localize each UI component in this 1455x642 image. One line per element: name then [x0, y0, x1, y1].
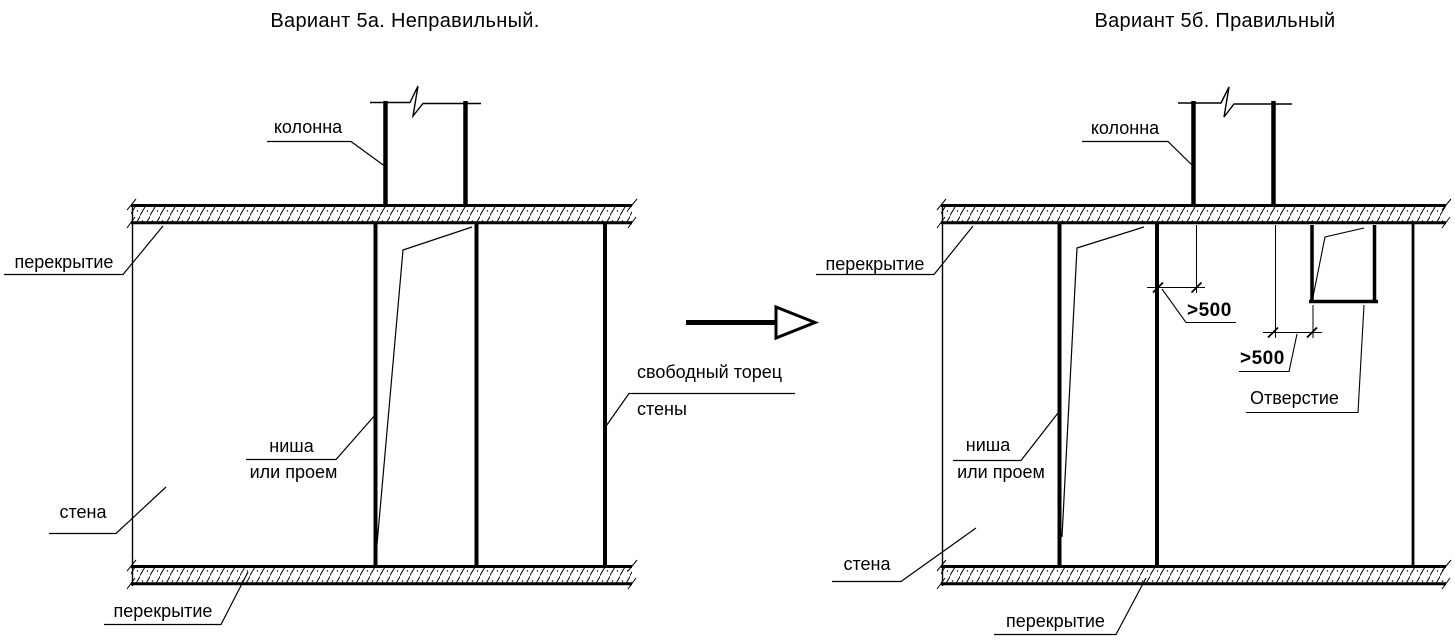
label-column-a: колонна [273, 117, 343, 137]
leader-wall [832, 527, 977, 583]
diagram-variant-b [816, 86, 1452, 636]
slab-end-marks [936, 198, 1452, 590]
slab-bottom-hatch [131, 567, 632, 583]
leader-column [267, 140, 387, 168]
leader-opening [1246, 304, 1365, 414]
label-wall-a: стена [59, 502, 107, 522]
label-slab-bottom-b: перекрытие [1006, 611, 1105, 631]
label-free-end-line2-a: стены [637, 399, 687, 419]
diagram-variant-a [4, 85, 795, 626]
niche-diagonal-mark [375, 226, 473, 557]
leader-slab-bottom [994, 577, 1147, 636]
niche-diagonal-mark [1061, 226, 1145, 538]
leader-niche [246, 413, 377, 461]
leader-slab-bottom [104, 571, 249, 626]
slab-top-hatch [131, 206, 632, 222]
label-slab-top-b: перекрытие [825, 254, 925, 274]
dimension-value-niche-to-column: >500 [1187, 300, 1232, 321]
leader-free-end [603, 392, 795, 430]
slab-end-marks [126, 198, 638, 590]
dimension-leader [1239, 333, 1298, 373]
column-lines [1191, 101, 1276, 205]
slab-top-hatch [941, 206, 1446, 222]
column-break-symbol [1178, 86, 1292, 118]
label-slab-top-a: перекрытие [14, 252, 114, 272]
label-niche-line2-b: или проем [957, 462, 1045, 482]
leader-slab-top [816, 225, 974, 276]
opening-diagonal-mark [1312, 227, 1365, 298]
niche-edges [373, 223, 479, 566]
slab-bottom-edges [941, 565, 1446, 586]
column-break-symbol [370, 85, 481, 119]
leader-slab-top [4, 225, 164, 276]
extension-lines [1275, 225, 1314, 338]
arrow-head [774, 304, 820, 341]
dimension-column-to-opening [1239, 225, 1322, 373]
niche-edges [1057, 223, 1159, 566]
opening-edges [1309, 225, 1378, 304]
column-lines [383, 101, 468, 205]
dimension-leader [1161, 288, 1236, 324]
label-opening-b: Отверстие [1250, 388, 1339, 408]
dimension-value-column-to-opening: >500 [1240, 348, 1285, 369]
label-niche-line1-b: ниша [965, 435, 1011, 455]
dimension-ticks [1267, 326, 1318, 339]
label-wall-b: стена [843, 554, 891, 574]
leader-column [1082, 140, 1195, 168]
leader-wall [49, 486, 167, 535]
variant-b-title: Вариант 5б. Правильный [1094, 10, 1336, 32]
label-niche-line2-a: или проем [249, 462, 338, 482]
slab-top-edges [941, 204, 1446, 225]
label-column-b: колонна [1090, 118, 1160, 138]
dimension-niche-to-column [1147, 225, 1236, 324]
dimension-ticks [1152, 281, 1203, 294]
leader-niche [953, 412, 1059, 462]
variant-a-title: Вариант 5а. Неправильный. [270, 10, 540, 32]
transform-arrow [686, 304, 820, 341]
label-free-end-line1-a: свободный торец [637, 362, 783, 382]
slab-top-edges [131, 204, 632, 225]
slab-bottom-hatch [941, 567, 1446, 583]
slab-bottom-edges [131, 565, 632, 586]
label-slab-bottom-a: перекрытие [113, 601, 213, 621]
label-niche-line1-a: ниша [269, 436, 314, 456]
